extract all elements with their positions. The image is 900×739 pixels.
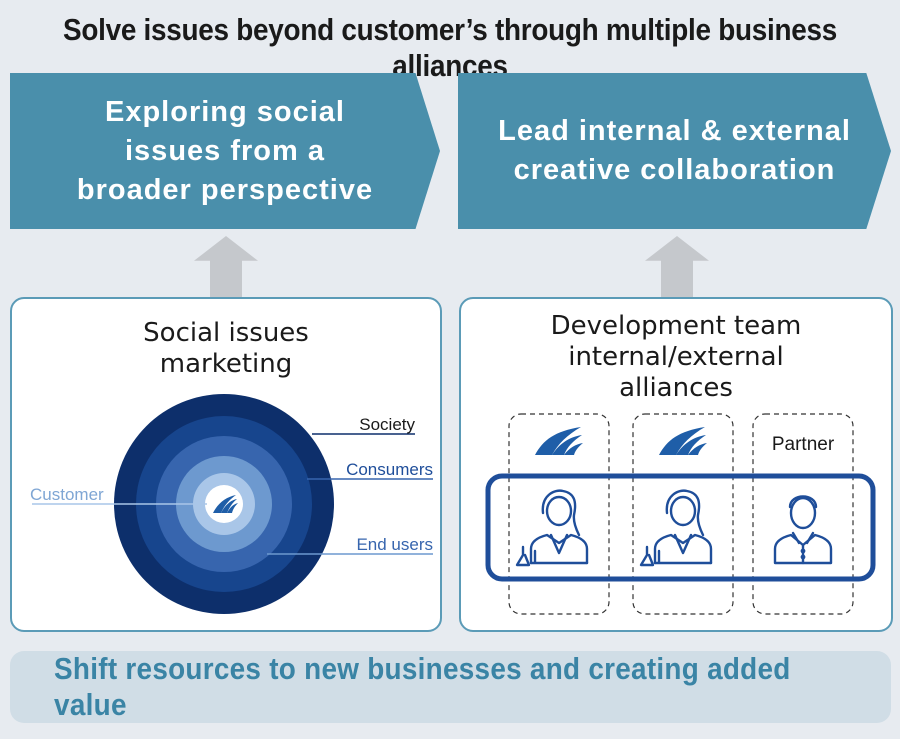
company-logo-icon <box>659 427 707 455</box>
alliance-team-frame <box>485 473 876 582</box>
label-society: Society <box>359 415 415 434</box>
label-consumers: Consumers <box>346 460 433 479</box>
dashed-column-partner <box>752 413 854 615</box>
up-arrow-right <box>645 236 709 298</box>
social-issues-heading: Social issues marketing <box>143 318 309 379</box>
dashed-column-1 <box>508 413 610 615</box>
concentric-circles-diagram: Society Consumers End users Customer <box>30 394 433 614</box>
female-researcher-icon <box>639 489 713 567</box>
partner-label: Partner <box>772 434 835 455</box>
up-arrow-left <box>194 236 258 298</box>
alliance-team-diagram: Partner <box>485 413 876 615</box>
banner-collaboration-text: Lead internal & external creative collab… <box>498 115 851 186</box>
company-logo-icon <box>535 427 583 455</box>
label-end-users: End users <box>356 535 433 554</box>
female-researcher-icon <box>515 489 589 567</box>
page-title: Solve issues beyond customer’s through m… <box>62 12 837 83</box>
footer-text: Shift resources to new businesses and cr… <box>54 651 791 722</box>
social-issues-panel: Social issues marketing Society Consumer… <box>10 297 442 632</box>
footer-banner: Shift resources to new businesses and cr… <box>10 651 891 723</box>
label-customer: Customer <box>30 485 104 504</box>
banner-exploring: Exploring social issues from a broader p… <box>10 73 440 229</box>
company-logo-icon <box>213 495 238 513</box>
banner-collaboration: Lead internal & external creative collab… <box>458 73 891 229</box>
male-partner-icon <box>773 495 833 565</box>
dashed-column-2 <box>632 413 734 615</box>
development-team-heading: Development team internal/external allia… <box>550 311 802 403</box>
banner-exploring-text: Exploring social issues from a broader p… <box>76 95 374 206</box>
development-team-panel: Development team internal/external allia… <box>459 297 893 632</box>
